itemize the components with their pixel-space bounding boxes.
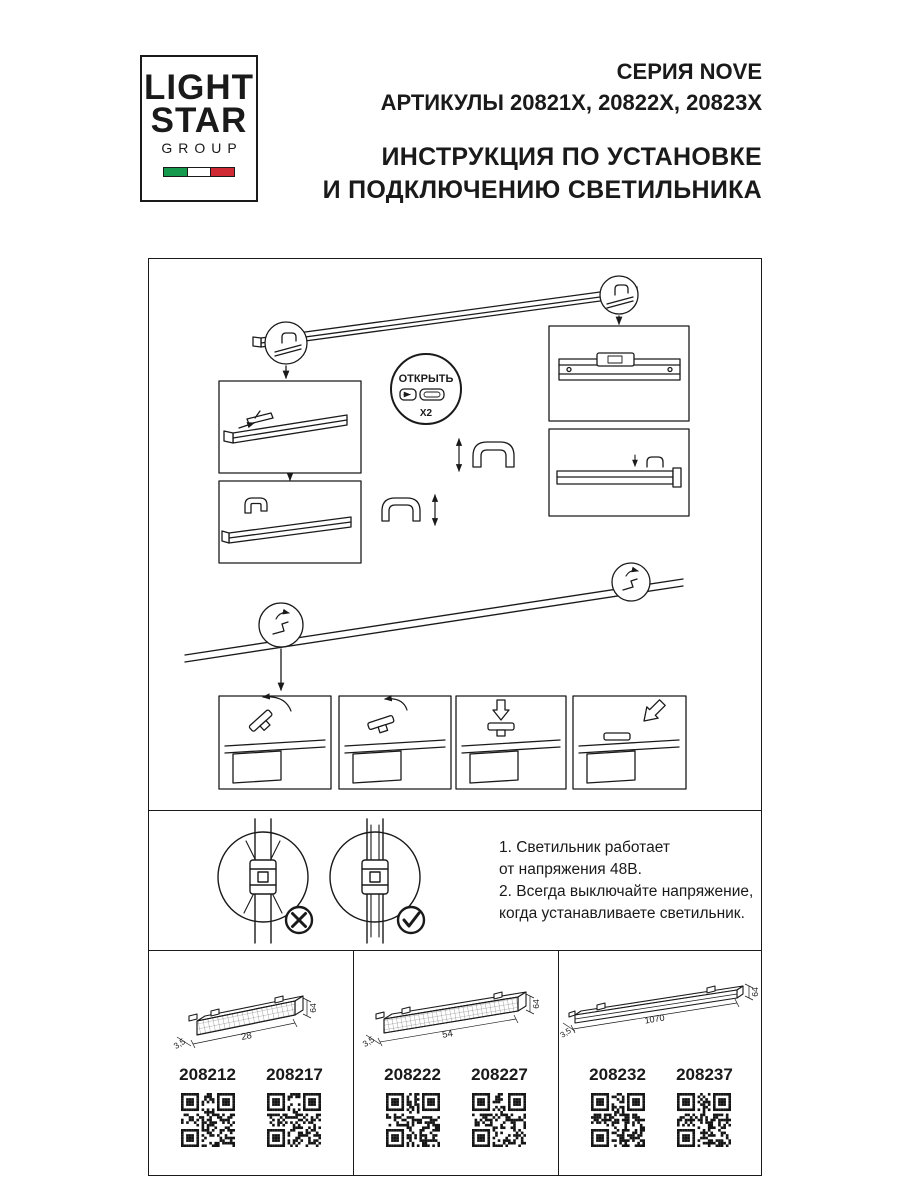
article-numbers: 208222 208227 [354,1065,558,1085]
lightstar-logo: LIGHT STAR GROUP [140,55,258,202]
check-mark-icon [396,905,426,935]
luminaire-drawing-28: 28 3,5 64 [172,995,318,1051]
detail-box-clip-insert [218,380,362,474]
luminaire-drawing-1070: 1070 3,5 64 [559,983,760,1040]
article-number: 208222 [384,1065,441,1084]
doc-title: ИНСТРУКЦИЯ ПО УСТАНОВКЕ И ПОДКЛЮЧЕНИЮ СВ… [323,141,762,207]
article-number: 208237 [676,1065,733,1084]
qr-code [472,1093,526,1147]
qr-row [559,1093,763,1147]
italian-flag-icon [163,167,235,177]
step-box-2 [338,695,452,790]
dim-depth-label: 3,5 [172,1036,188,1051]
dim-length-label: 54 [441,1028,453,1041]
wrong-mark-icon [284,905,314,935]
logo-word-light: LIGHT [144,68,254,107]
product-panel-3: 1070 3,5 64 208232 208237 [559,951,763,1175]
articles-line: АРТИКУЛЫ 20821X, 20822X, 20823X [380,90,762,115]
qr-code [677,1093,731,1147]
dim-height-label: 64 [531,999,541,1009]
callout-clip-left [258,602,304,692]
qr-code [386,1093,440,1147]
dim-length-label: 28 [240,1030,253,1043]
article-number: 208227 [471,1065,528,1084]
doc-title-line-1: ИНСТРУКЦИЯ ПО УСТАНОВКЕ [381,143,762,171]
dim-depth-label: 3,5 [559,1026,573,1040]
dim-depth-label: 3,5 [361,1034,377,1049]
dim-height-label: 64 [308,1003,318,1013]
detail-box-side-view [548,428,690,517]
correct-suspension-diagram [329,818,421,944]
product-panel-2: 54 3,5 64 208222 208227 [354,951,559,1175]
step-box-1 [218,693,332,790]
step-box-4 [572,695,687,790]
open-badge: ОТКРЫТЬ X2 [390,353,462,425]
luminaire-drawing-54: 54 3,5 64 [361,991,541,1049]
qr-code [591,1093,645,1147]
callout-left-end [264,321,308,380]
qr-code [267,1093,321,1147]
safety-note-1-line-2: от напряжения 48В. [499,861,642,878]
installation-diagram-box: ОТКРЫТЬ X2 [148,258,762,811]
callout-clip-right [611,562,651,602]
article-numbers: 208232 208237 [559,1065,763,1085]
installation-diagram: ОТКРЫТЬ X2 [184,275,690,790]
safety-note-1-line-1: 1. Светильник работает [499,839,670,856]
mount-clip-a [455,437,515,473]
logo-word-group: GROUP [161,140,243,156]
open-label: ОТКРЫТЬ [399,373,454,385]
safety-notes: 1. Светильник работает от напряжения 48В… [499,837,753,925]
article-number: 208217 [266,1065,323,1084]
qr-row [354,1093,558,1147]
series-title: СЕРИЯ NOVE [616,59,762,84]
logo-word-star: STAR [150,101,248,140]
header-text: СЕРИЯ NOVE АРТИКУЛЫ 20821X, 20822X, 2082… [381,56,762,118]
safety-note-2-line-2: когда устанавливаете светильник. [499,905,745,922]
article-number: 208212 [179,1065,236,1084]
dim-length-label: 1070 [644,1013,665,1026]
safety-box: 1. Светильник работает от напряжения 48В… [148,810,762,951]
detail-box-clip-above [218,480,362,564]
doc-title-line-2: И ПОДКЛЮЧЕНИЮ СВЕТИЛЬНИКА [322,176,762,204]
qr-row [149,1093,353,1147]
qr-code [181,1093,235,1147]
step-box-3 [455,695,567,790]
products-section: 28 3,5 64 208212 208217 [148,950,762,1176]
article-numbers: 208212 208217 [149,1065,353,1085]
open-count: X2 [420,408,433,419]
callout-right-end [599,275,639,326]
dim-height-label: 64 [750,987,760,997]
safety-diagram [217,818,426,944]
safety-note-2-line-1: 2. Всегда выключайте напряжение, [499,883,754,900]
mount-clip-b [381,493,439,527]
detail-box-top-view [548,325,690,422]
track-bar-top [252,286,638,348]
wrong-suspension-diagram [217,818,309,944]
article-number: 208232 [589,1065,646,1084]
product-panel-1: 28 3,5 64 208212 208217 [149,951,354,1175]
